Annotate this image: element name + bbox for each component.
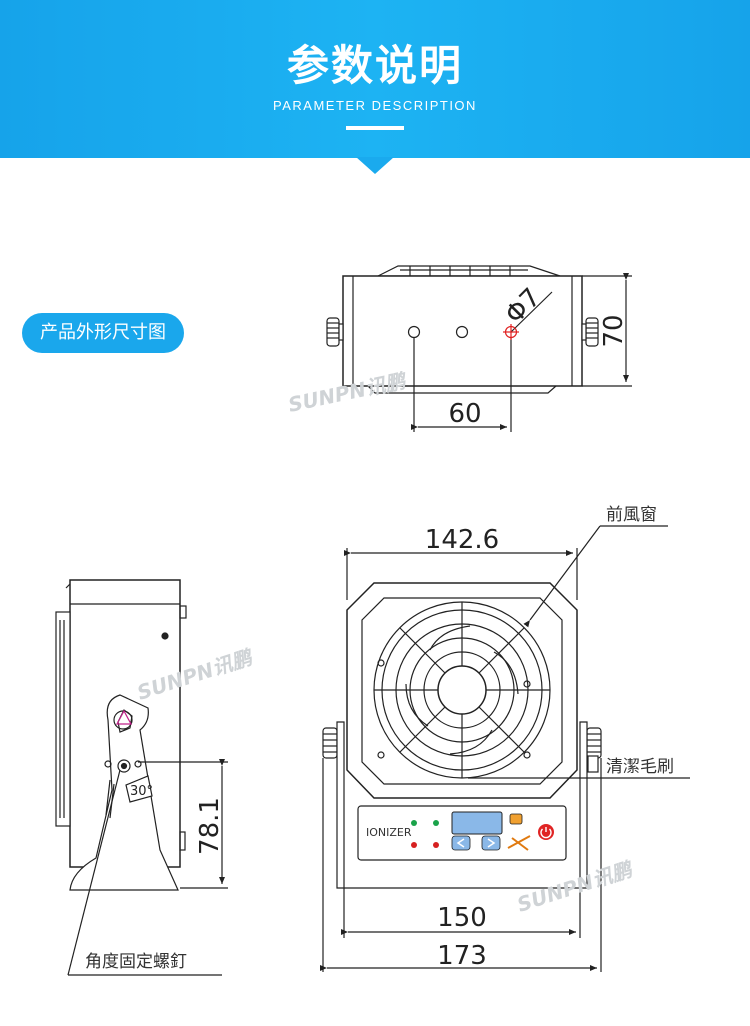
- led-red-1-icon: [411, 842, 417, 848]
- label-angle-screw: 角度固定螺釘: [85, 952, 187, 972]
- label-cleaning-brush: 清潔毛刷: [606, 757, 674, 777]
- display-screen: [451, 811, 503, 835]
- dim-front-outer: 173: [437, 941, 487, 971]
- mount-hole-left: [407, 325, 421, 339]
- dim-top-width: 60: [448, 399, 481, 429]
- page-subtitle: PARAMETER DESCRIPTION: [273, 98, 477, 113]
- dim-side-height: 78.1: [195, 797, 225, 855]
- mode-button-icon: [509, 813, 523, 825]
- led-red-2-icon: [433, 842, 439, 848]
- left-button-icon: [451, 835, 471, 851]
- ion-logo-icon: [507, 835, 531, 851]
- panel-ionizer-label: IONIZER: [366, 826, 412, 839]
- control-panel: IONIZER: [366, 811, 554, 851]
- page-title: 参数说明: [286, 41, 463, 90]
- led-green-2-icon: [433, 820, 439, 826]
- right-button-icon: [481, 835, 501, 851]
- side-view: [55, 579, 228, 976]
- title-underline: [346, 126, 404, 130]
- led-green-1-icon: [411, 820, 417, 826]
- top-view: [326, 265, 632, 432]
- dim-front-inner: 150: [437, 903, 487, 933]
- angle-marker: [115, 709, 133, 725]
- watermark-front: SUNPN讯鹏: [514, 856, 637, 916]
- dim-top-height: 70: [599, 314, 629, 347]
- dim-front-top: 142.6: [425, 525, 499, 555]
- red-hole-marker: [503, 324, 519, 340]
- header-banner: 参数说明 PARAMETER DESCRIPTION: [0, 0, 750, 158]
- dim-side-angle: 30°: [130, 784, 153, 799]
- section-badge-dimensions: 产品外形尺寸图: [22, 313, 184, 353]
- front-view: [320, 525, 690, 972]
- header-notch: [356, 157, 394, 174]
- mount-hole-center: [455, 325, 469, 339]
- label-front-window: 前風窗: [606, 505, 657, 525]
